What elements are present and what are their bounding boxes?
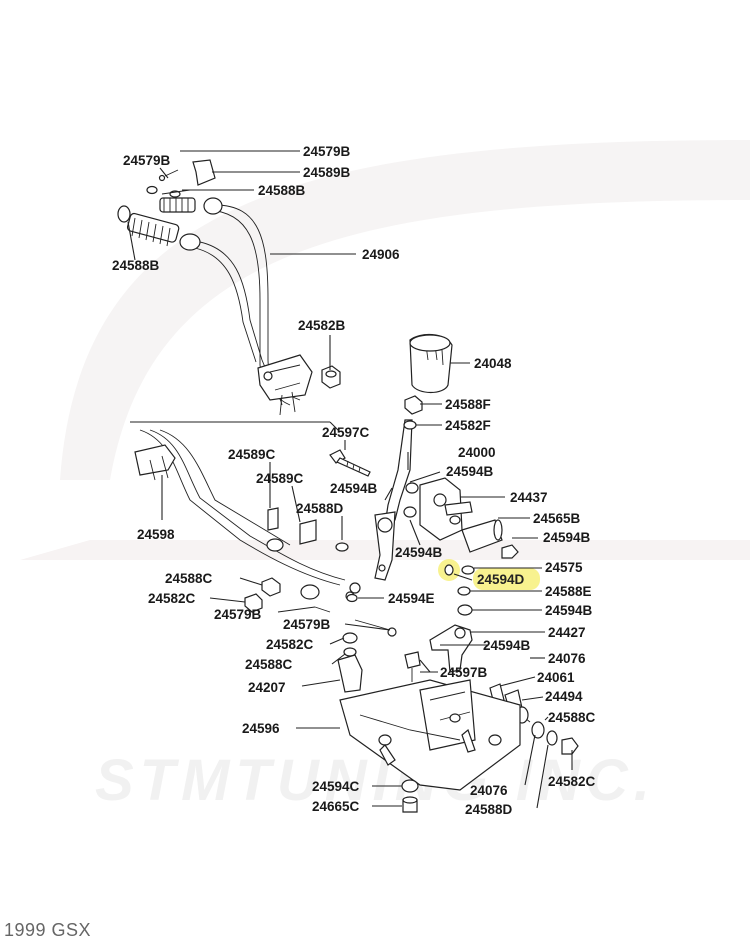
label-24207: 24207 [248,680,286,695]
part-labels: 24579B 24579B 24589B 24588B 24588B 24906… [112,144,596,817]
label-24588C-3: 24588C [548,710,596,725]
base-bracket [339,679,521,791]
label-24000: 24000 [458,445,496,460]
label-24594B-4: 24594B [395,545,443,560]
label-24076-1: 24076 [548,651,586,666]
label-24589B: 24589B [303,165,351,180]
label-24594B-1: 24594B [446,464,494,479]
highlight-label-bg [473,568,540,590]
label-24582F: 24582F [445,418,491,433]
label-24076-2: 24076 [470,783,508,798]
watermark-text: STMTUNING INC. [95,748,656,813]
label-24582C-1: 24582C [148,591,196,606]
nut-24582B [321,365,341,389]
label-24494: 24494 [545,689,583,704]
bushing-24565B [461,519,519,559]
label-24588B-left: 24588B [112,258,160,273]
label-24594B-6: 24594B [483,638,531,653]
label-24588D-2: 24588D [465,802,513,817]
bolt-24597C [329,449,371,477]
label-24048: 24048 [474,356,512,371]
label-24594C: 24594C [312,779,360,794]
label-24906: 24906 [362,247,400,262]
label-24565B: 24565B [533,511,581,526]
label-24575: 24575 [545,560,583,575]
label-24588E: 24588E [545,584,592,599]
cable-assembly-upper [117,159,341,416]
label-24589C-2: 24589C [256,471,304,486]
label-24582C-3: 24582C [548,774,596,789]
cable-end-lower [117,205,201,251]
label-24427: 24427 [548,625,586,640]
label-24597C: 24597C [322,425,370,440]
label-24594B-3: 24594B [543,530,591,545]
label-24588C-1: 24588C [165,571,213,586]
cable-end-upper [159,197,223,215]
label-24588B-top: 24588B [258,183,306,198]
label-24594B-2: 24594B [330,481,378,496]
bottom-bushings [401,779,419,813]
label-24594B-5: 24594B [545,603,593,618]
cable-assembly-lower [130,421,397,637]
label-24579B-3: 24579B [214,607,262,622]
label-24588C-2: 24588C [245,657,293,672]
shift-lever [374,395,423,581]
label-24579B-left: 24579B [123,153,171,168]
label-24665C: 24665C [312,799,360,814]
label-24589C-1: 24589C [228,447,276,462]
label-24582C-2: 24582C [266,637,314,652]
label-24596: 24596 [242,721,280,736]
small-parts-left [337,632,421,693]
leader-lines [127,150,573,809]
cable-bracket [257,354,313,416]
label-24597B: 24597B [440,665,488,680]
label-24598: 24598 [137,527,175,542]
label-24588F: 24588F [445,397,491,412]
label-24061: 24061 [537,670,575,685]
model-caption: 1999 GSX [4,920,92,940]
shift-knob [409,334,453,394]
label-24594D: 24594D [477,572,525,587]
label-24588D: 24588D [296,501,344,516]
label-24437: 24437 [510,490,548,505]
watermark: STMTUNING INC. [20,140,750,813]
label-24582B: 24582B [298,318,346,333]
label-24579B-top: 24579B [303,144,351,159]
label-24594E: 24594E [388,591,435,606]
label-24579B-4: 24579B [283,617,331,632]
